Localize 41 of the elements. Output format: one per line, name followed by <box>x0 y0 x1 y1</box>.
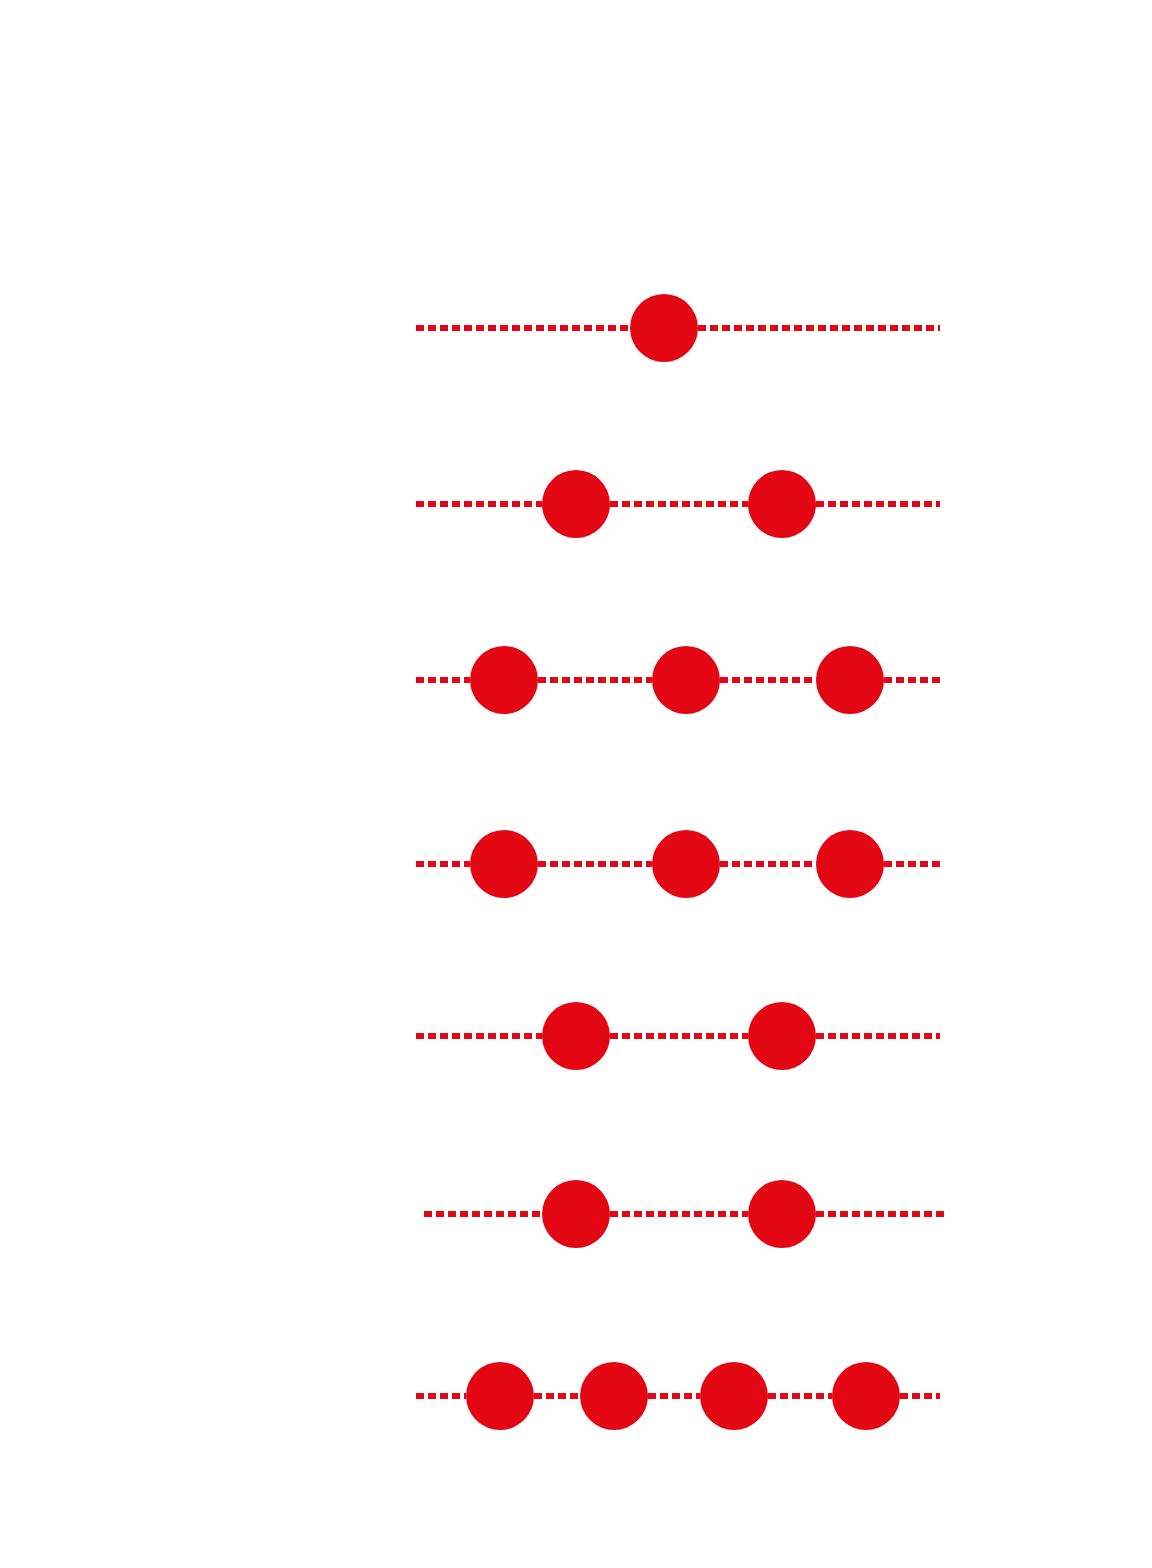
circle-node <box>542 1002 610 1070</box>
dashed-line <box>538 861 652 867</box>
circle-node <box>832 1362 900 1430</box>
dashed-line <box>720 677 816 683</box>
dashed-line <box>610 501 748 507</box>
circle-node <box>652 646 720 714</box>
dashed-line <box>534 1393 580 1399</box>
dashed-line <box>816 501 940 507</box>
dashed-line <box>416 1033 542 1039</box>
dashed-line <box>416 1393 466 1399</box>
circle-node <box>542 1180 610 1248</box>
dashed-line <box>648 1393 700 1399</box>
circle-node <box>748 470 816 538</box>
circle-node <box>470 830 538 898</box>
circle-node <box>748 1180 816 1248</box>
dashed-line <box>416 501 542 507</box>
circle-node <box>748 1002 816 1070</box>
dashed-line <box>900 1393 940 1399</box>
dashed-line <box>720 861 816 867</box>
dashed-line <box>424 1211 542 1217</box>
dashed-line <box>610 1211 748 1217</box>
dashed-line <box>816 1211 946 1217</box>
dashed-line <box>768 1393 832 1399</box>
dashed-line <box>698 325 940 331</box>
dashed-line <box>416 325 630 331</box>
dashed-line <box>884 677 940 683</box>
circle-node <box>542 470 610 538</box>
dashed-line <box>884 861 940 867</box>
dashed-line <box>610 1033 748 1039</box>
circle-node <box>700 1362 768 1430</box>
circle-node <box>816 646 884 714</box>
dashed-line <box>816 1033 940 1039</box>
circle-node <box>466 1362 534 1430</box>
circle-node <box>630 294 698 362</box>
circle-node <box>580 1362 648 1430</box>
circle-node <box>816 830 884 898</box>
circle-node <box>470 646 538 714</box>
circle-node <box>652 830 720 898</box>
dashed-line <box>416 861 470 867</box>
dashed-line <box>538 677 652 683</box>
dashed-line <box>416 677 470 683</box>
